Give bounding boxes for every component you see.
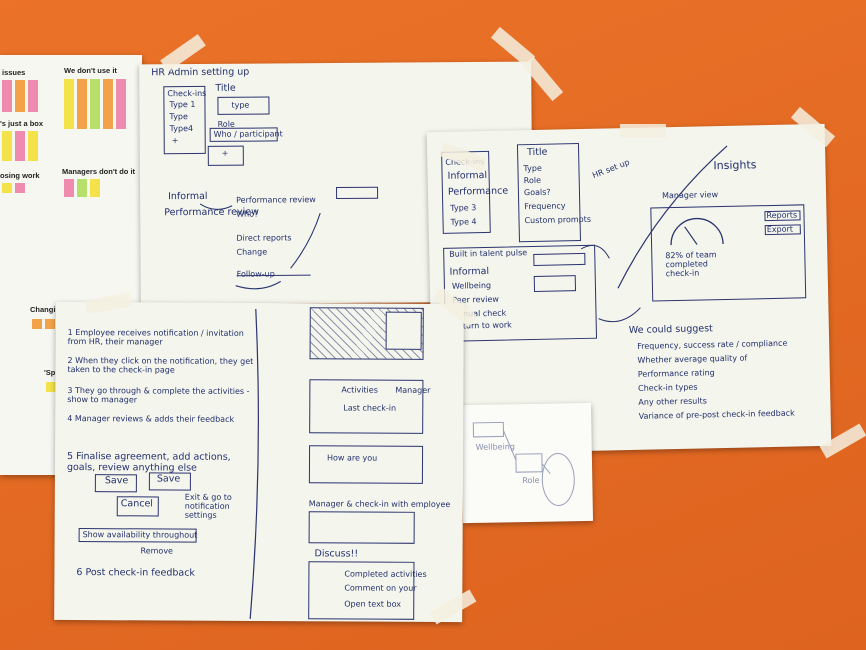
- sheet-manager-insights: Check-ins Informal Performance Type 3 Ty…: [426, 123, 832, 455]
- poster-heading-managers: Managers don't do it: [62, 167, 136, 176]
- poster-heading-just-box: 's just a box: [0, 119, 44, 128]
- flow-frame-label: Activities: [341, 385, 378, 395]
- flow-frame-label: Comment on your: [344, 583, 417, 593]
- poster-heading-issues: issues: [2, 68, 26, 77]
- small-sheet-label: Role: [522, 475, 540, 486]
- sticky-cluster-4: [64, 179, 110, 197]
- hr-scribbles: [199, 203, 321, 290]
- suggest-title: We could suggest: [628, 323, 713, 337]
- poster-heading-dont-use: We don't use it: [64, 66, 117, 75]
- gauge-icon: [670, 217, 724, 246]
- sticky-cluster-5: [2, 183, 26, 193]
- poster-heading-losing-work: osing work: [0, 171, 40, 180]
- flow-frame-label: Open text box: [344, 599, 401, 609]
- flow-frame-label: Discuss!!: [314, 548, 359, 560]
- suggest-item: Check-in types: [637, 382, 698, 393]
- flow-frame-label: Manager & check-in with employee: [308, 499, 451, 510]
- flow-frame-4: [308, 511, 415, 544]
- flow-divider: [249, 308, 259, 620]
- sheet-checkin-flow: 1 Employee receives notification / invit…: [54, 301, 464, 623]
- suggest-item: Performance rating: [637, 368, 715, 379]
- flow-frame-3: [308, 445, 424, 484]
- small-sketch-sheet: Wellbeing Role: [460, 402, 594, 524]
- flow-frame-label: Last check-in: [343, 403, 397, 413]
- suggest-item: Any other results: [638, 396, 707, 407]
- sheet-hr-admin: HR Admin setting up Check-ins Type 1 Typ…: [139, 61, 533, 305]
- sticky-cluster-7: [46, 382, 58, 392]
- sticky-cluster-6: [32, 319, 66, 329]
- small-sheet-label: Wellbeing: [475, 442, 515, 452]
- tape: [620, 124, 666, 138]
- insights-divider: [580, 145, 728, 323]
- poster-heading-changing: Changing pr: [30, 305, 75, 314]
- flow-frame-label: Manager: [395, 385, 431, 395]
- flow-frame-label: Completed activities: [344, 569, 427, 579]
- flow-frame-1-panel: [385, 311, 422, 350]
- sticky-cluster-1: [2, 80, 42, 112]
- sticky-cluster-2: [64, 79, 136, 129]
- sticky-cluster-3: [2, 131, 42, 161]
- small-sketch-lines: [472, 421, 575, 506]
- flow-frame-label: How are you: [326, 453, 378, 463]
